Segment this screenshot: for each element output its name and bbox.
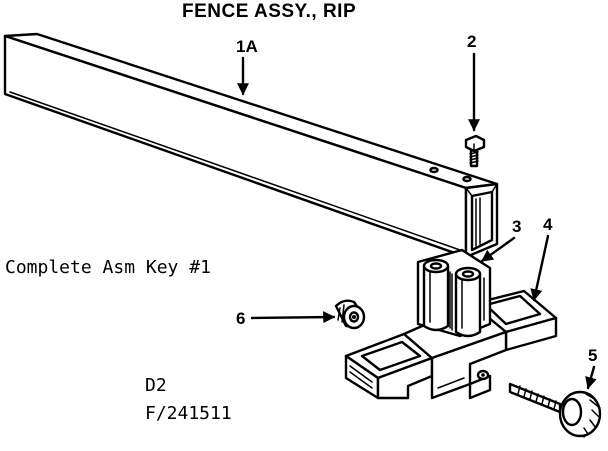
callout-1a: 1A [236, 37, 258, 56]
callout-4: 4 [543, 215, 553, 234]
lock-knob [508, 382, 602, 438]
leader-4 [530, 234, 550, 302]
callout-6: 6 [236, 309, 245, 328]
assembly-note: Complete Asm Key #1 [5, 257, 211, 278]
screw [464, 134, 486, 168]
callout-5: 5 [588, 346, 597, 365]
leader-3 [480, 236, 516, 263]
callout-3: 3 [512, 217, 521, 236]
diagram-code: D2 [145, 375, 167, 396]
diagram-title: FENCE ASSY., RIP [182, 1, 356, 22]
fence-rail [3, 32, 499, 259]
leader-5 [585, 365, 597, 390]
nut [334, 299, 366, 330]
fence-post [416, 248, 492, 338]
callout-2: 2 [467, 32, 476, 51]
part-number: F/241511 [145, 403, 232, 424]
leader-6 [250, 311, 336, 324]
fence-base [344, 289, 558, 400]
